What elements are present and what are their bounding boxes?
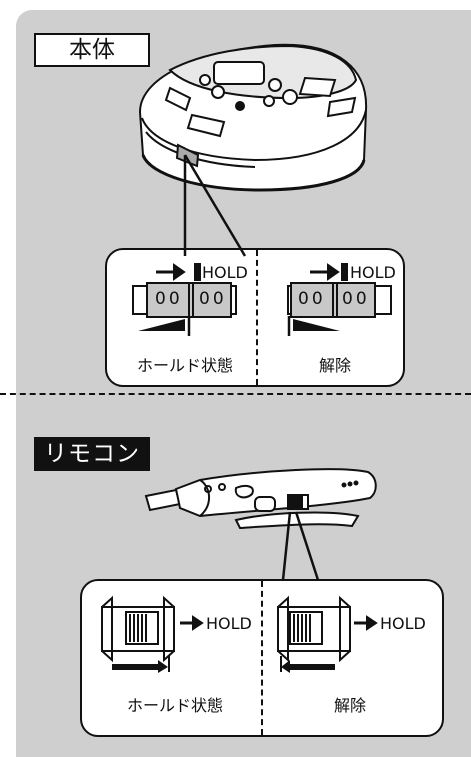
arrow-right-icon <box>327 263 340 281</box>
main-unit-caption-hold: ホールド状態 <box>136 356 233 375</box>
remote-caption-release: 解除 <box>333 696 366 715</box>
main-unit-digits-left-2: 00 <box>199 289 227 309</box>
arrow-right-icon <box>138 319 185 331</box>
main-unit-box-divider <box>256 250 258 385</box>
main-unit-digits-right-2: 00 <box>342 289 370 309</box>
remote-switch-hold <box>101 595 204 673</box>
main-unit-digits-right-1: 00 <box>298 289 326 309</box>
main-unit-hold-label-right: HOLD <box>350 263 396 282</box>
main-unit-digits-left-1: 00 <box>155 289 183 309</box>
main-unit-switch-release <box>287 263 392 336</box>
arrow-right-icon <box>158 660 168 673</box>
arrow-left-icon <box>281 660 290 673</box>
remote-hold-label-left: HOLD <box>206 614 252 633</box>
cd-player-illustration <box>138 43 368 257</box>
remote-hold-label-right: HOLD <box>380 614 426 633</box>
remote-caption-hold: ホールド状態 <box>126 696 223 715</box>
remote-control-illustration <box>144 468 377 581</box>
arrow-left-icon <box>293 319 340 331</box>
arrow-right-icon <box>192 615 204 631</box>
main-unit-tag: 本体 <box>34 33 150 67</box>
remote-tag: リモコン <box>34 437 150 471</box>
main-unit-switch-hold <box>132 263 237 336</box>
remote-box-divider <box>261 581 263 735</box>
remote-switch-release <box>277 595 378 673</box>
main-unit-caption-release: 解除 <box>318 356 351 375</box>
arrow-right-icon <box>173 263 186 281</box>
section-divider <box>0 393 471 395</box>
main-unit-hold-label-left: HOLD <box>202 263 248 282</box>
arrow-right-icon <box>366 615 378 631</box>
